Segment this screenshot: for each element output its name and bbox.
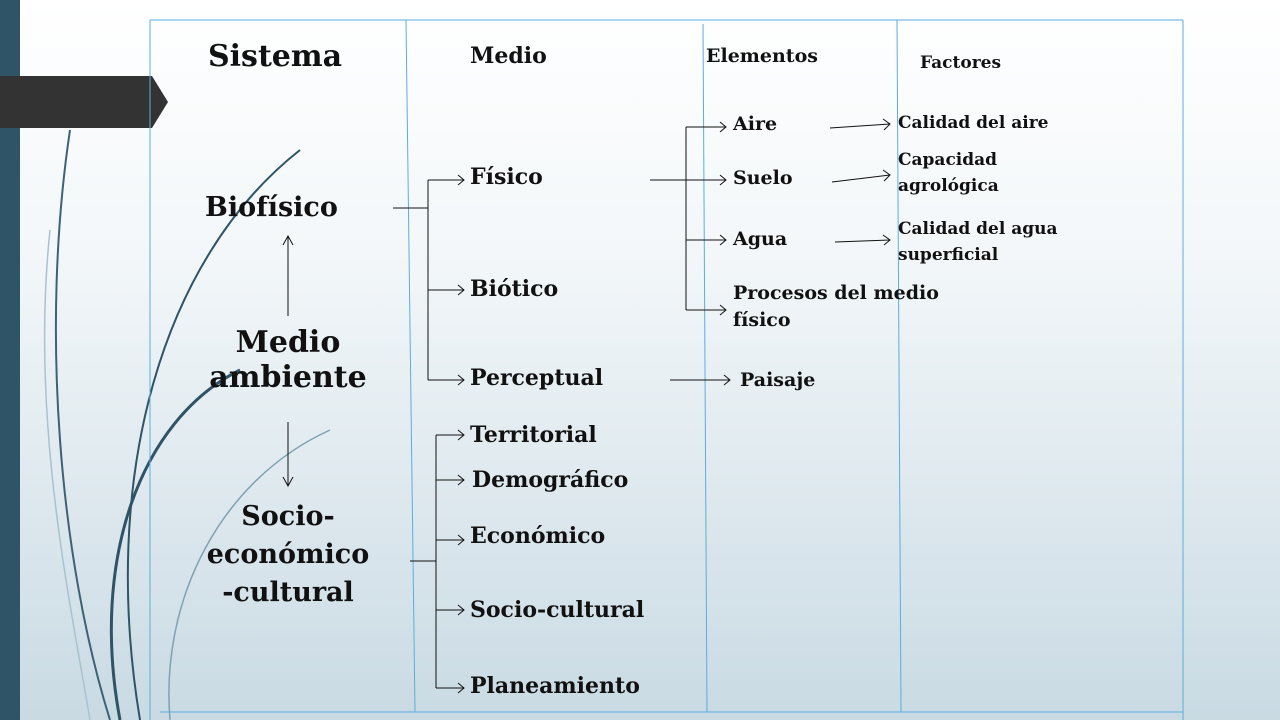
- medio-fisico: Físico: [470, 164, 543, 190]
- capacidad-line-1: Capacidad: [898, 150, 998, 170]
- header-sistema: Sistema: [208, 39, 343, 74]
- medio-territorial: Territorial: [470, 422, 597, 448]
- factor-capacidad-agrologica: Capacidad agrológica: [898, 148, 999, 199]
- medio-demografico: Demográfico: [472, 467, 629, 493]
- elemento-paisaje: Paisaje: [740, 369, 816, 391]
- socio-line-2: económico: [206, 538, 370, 570]
- procesos-line-2: físico: [733, 308, 791, 331]
- connectors: [282, 118, 891, 694]
- socio-line-3: -cultural: [222, 576, 354, 608]
- slide-tab-arrow: [152, 76, 168, 128]
- medio-ambiente-line-1: Medio: [235, 325, 341, 360]
- elemento-agua: Agua: [733, 228, 788, 250]
- calidad-agua-line-2: superficial: [898, 244, 999, 265]
- socio-line-1: Socio-: [241, 501, 335, 532]
- factor-calidad-aire: Calidad del aire: [898, 113, 1049, 133]
- procesos-line-1: Procesos del medio: [733, 282, 939, 304]
- medio-ambiente-line-2: ambiente: [209, 359, 367, 395]
- sistema-medio-ambiente: Medio ambiente: [178, 325, 398, 395]
- medio-biotico: Biótico: [470, 276, 559, 302]
- medio-planeamiento: Planeamiento: [470, 673, 640, 699]
- sistema-socioeconomico: Socio- económico -cultural: [178, 498, 398, 611]
- calidad-agua-line-1: Calidad del agua: [898, 219, 1058, 239]
- elemento-suelo: Suelo: [733, 167, 793, 189]
- medio-perceptual: Perceptual: [470, 365, 604, 391]
- elemento-aire: Aire: [733, 113, 778, 135]
- slide-tab: [0, 76, 152, 128]
- medio-sociocultural: Socio-cultural: [470, 597, 645, 623]
- header-elementos: Elementos: [706, 45, 818, 67]
- medio-economico: Económico: [470, 523, 606, 549]
- header-factores: Factores: [920, 53, 1002, 73]
- capacidad-line-2: agrológica: [898, 175, 999, 196]
- elemento-procesos: Procesos del medio físico: [733, 280, 939, 333]
- sidebar-stripe: [0, 0, 20, 720]
- sistema-biofisico: Biofísico: [205, 192, 338, 223]
- header-medio: Medio: [470, 43, 547, 69]
- factor-calidad-agua: Calidad del agua superficial: [898, 217, 1058, 268]
